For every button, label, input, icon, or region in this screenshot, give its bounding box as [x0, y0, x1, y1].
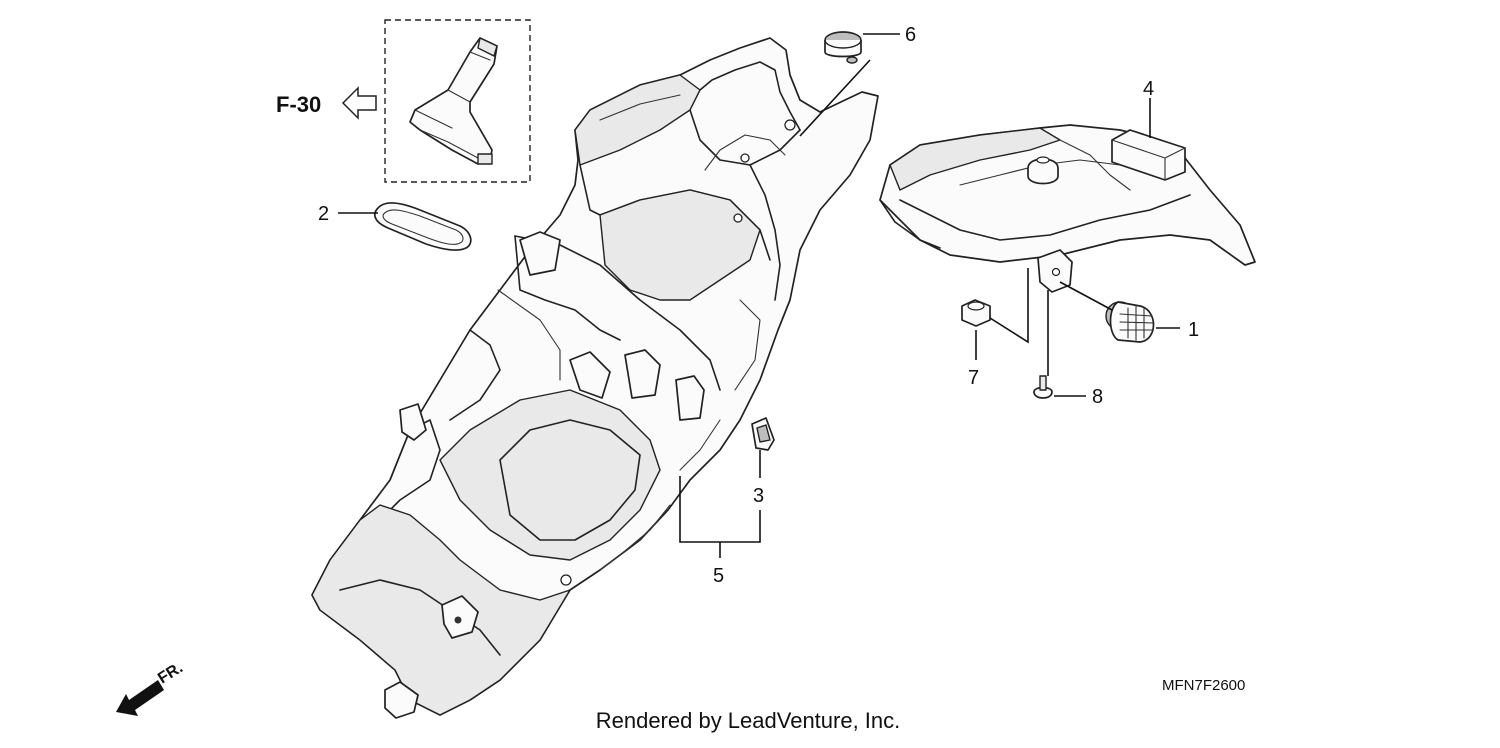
dashed-outline	[384, 19, 531, 183]
part-3-clip[interactable]	[751, 417, 775, 451]
callout-6: 6	[905, 24, 916, 46]
part-6-grommet[interactable]	[824, 31, 862, 64]
callout-labels: 1 2 3 4 5 6 7 8	[318, 24, 1199, 587]
callout-3: 3	[753, 485, 764, 507]
part-4-rear-fender[interactable]	[879, 124, 1256, 293]
part-7-nut[interactable]	[961, 299, 991, 327]
front-arrow-icon	[116, 680, 164, 716]
callout-5: 5	[713, 565, 724, 587]
reference-label: F-30	[276, 92, 321, 117]
reference-f30[interactable]: F-30	[276, 86, 377, 120]
part-8-screw[interactable]	[1033, 375, 1053, 399]
callout-2: 2	[318, 203, 329, 225]
cable-clamp-part[interactable]	[409, 37, 498, 165]
callout-4: 4	[1143, 78, 1154, 100]
part-2-gasket[interactable]	[373, 202, 472, 251]
callout-1: 1	[1188, 319, 1199, 341]
leader-lines	[338, 33, 1180, 558]
drawing-code: MFN7F2600	[1162, 677, 1245, 694]
optional-part-group	[384, 19, 531, 183]
render-credit: Rendered by LeadVenture, Inc.	[595, 708, 901, 733]
part-5-inner-fender[interactable]	[311, 37, 879, 719]
callout-7: 7	[968, 367, 979, 389]
callout-8: 8	[1092, 386, 1103, 408]
part-1-reflector[interactable]	[1105, 301, 1155, 343]
reference-arrow-icon	[341, 86, 377, 120]
